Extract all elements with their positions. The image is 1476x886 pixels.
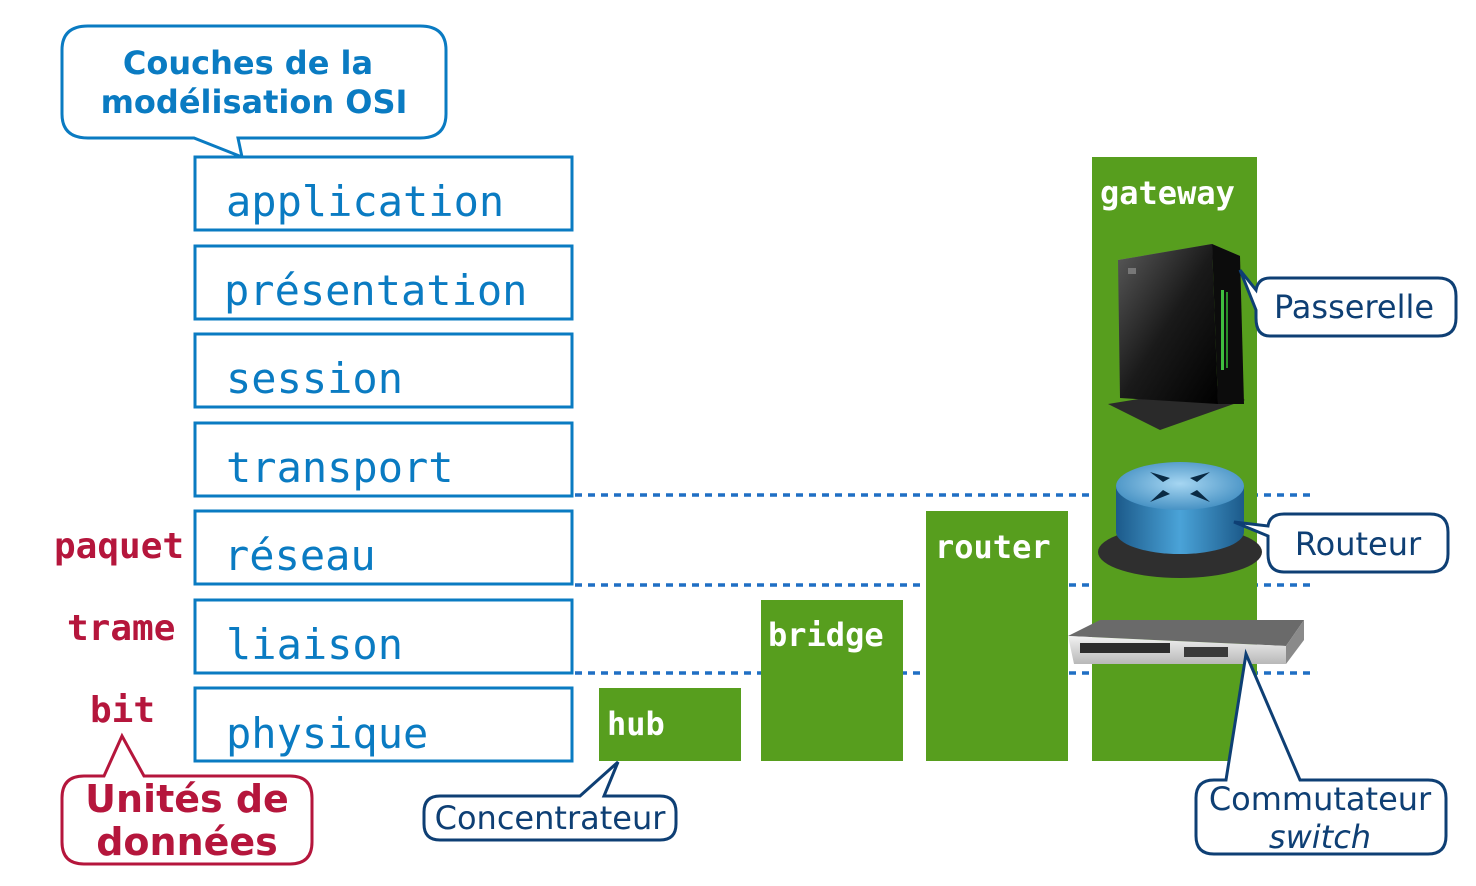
callout-concentrateur-text: Concentrateur (435, 799, 667, 837)
layer-box-session (193, 332, 574, 409)
layer-label-reseau: réseau (224, 531, 376, 580)
callout-commutateur: Commutateur switch (1194, 648, 1448, 856)
callout-switch-text: switch (1269, 818, 1371, 856)
device-label-hub: hub (607, 705, 665, 743)
layer-label-application: application (226, 177, 504, 226)
device-bar-router (926, 511, 1068, 761)
callout-routeur-text: Routeur (1295, 525, 1422, 563)
layer-label-presentation: présentation (224, 266, 527, 315)
units-title-line1: Unités de (85, 777, 289, 821)
layer-label-liaison: liaison (226, 620, 403, 669)
units-callout-bubble (60, 732, 314, 866)
title-callout-bubble (60, 24, 448, 160)
layer-box-liaison (193, 598, 574, 675)
title-line1: Couches de la (123, 44, 373, 82)
callout-commutateur-bubble (1194, 648, 1448, 856)
callout-routeur-bubble (1233, 512, 1450, 574)
device-bars (599, 157, 1257, 761)
callout-passerelle-bubble (1238, 269, 1458, 338)
layer-label-session: session (226, 354, 403, 403)
osi-layer-labels: application présentation session transpo… (224, 177, 527, 758)
callout-commutateur-text: Commutateur (1209, 780, 1432, 818)
device-label-bridge: bridge (768, 616, 884, 654)
callout-concentrateur: Concentrateur (422, 760, 678, 842)
layer-box-application (193, 155, 574, 232)
device-label-router: router (935, 528, 1051, 566)
device-bar-bridge (761, 600, 903, 761)
osi-layers (193, 155, 574, 763)
unit-label-trame: trame (67, 608, 175, 649)
callout-passerelle-text: Passerelle (1274, 288, 1434, 326)
device-label-gateway: gateway (1100, 174, 1235, 212)
network-switch-icon (1068, 620, 1304, 664)
unit-label-paquet: paquet (54, 526, 184, 567)
callout-passerelle: Passerelle (1238, 269, 1458, 338)
layer-box-reseau (193, 509, 574, 586)
server-icon (1108, 244, 1245, 430)
router-icon (1098, 462, 1262, 578)
layer-box-presentation (193, 244, 574, 321)
device-bar-gateway (1092, 157, 1257, 761)
callout-concentrateur-bubble (422, 760, 678, 842)
layer-box-transport (193, 421, 574, 498)
layer-label-transport: transport (226, 443, 454, 492)
layer-label-physique: physique (226, 709, 428, 758)
title-callout: Couches de la modélisation OSI (60, 24, 448, 160)
layer-box-physique (193, 686, 574, 763)
units-title-line2: données (96, 820, 278, 864)
unit-label-bit: bit (90, 690, 155, 731)
device-bar-hub (599, 688, 741, 761)
units-callout: Unités de données (60, 732, 314, 866)
title-line2: modélisation OSI (101, 83, 408, 121)
callout-routeur: Routeur (1233, 512, 1450, 574)
